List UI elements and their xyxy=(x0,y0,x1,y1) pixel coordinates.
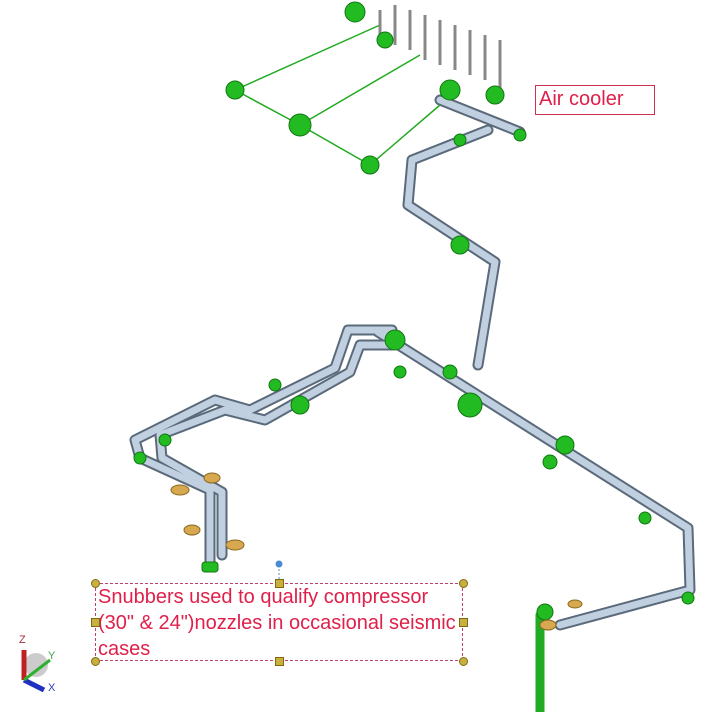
support-icon xyxy=(360,155,380,175)
support-icon xyxy=(442,364,458,380)
snubber-icon xyxy=(225,539,245,551)
axis-y-label: Y xyxy=(48,650,56,662)
axis-x-label: X xyxy=(48,682,56,694)
resize-handle[interactable] xyxy=(275,579,284,588)
support-icon xyxy=(542,454,558,470)
restraint-lines xyxy=(234,24,441,166)
support-icon xyxy=(457,392,483,418)
snubber-icon xyxy=(539,619,557,631)
pipe-main xyxy=(372,326,696,631)
resize-handle[interactable] xyxy=(459,618,468,627)
support-icon xyxy=(288,113,312,137)
support-icon xyxy=(201,561,219,573)
support-icon xyxy=(439,79,461,101)
support-icon xyxy=(555,435,575,455)
axis-triad xyxy=(21,650,51,693)
support-icon xyxy=(344,1,366,23)
aircooler-tubes xyxy=(378,5,502,90)
pipe-branch-2 xyxy=(154,339,398,561)
support-icon xyxy=(453,133,467,147)
air-cooler-label[interactable]: Air cooler xyxy=(535,85,655,115)
support-icon xyxy=(393,365,407,379)
axis-z-label: Z xyxy=(19,634,26,646)
support-icon xyxy=(225,80,245,100)
resize-handle[interactable] xyxy=(91,579,100,588)
snubber-note-label[interactable]: Snubbers used to qualify compressor (30"… xyxy=(95,583,463,661)
resize-handle[interactable] xyxy=(275,657,284,666)
snubber-icon xyxy=(203,472,221,484)
snubber-icon xyxy=(567,599,583,609)
support-icon xyxy=(290,395,310,415)
pipes xyxy=(129,94,696,712)
support-icon xyxy=(384,329,406,351)
support-icon xyxy=(133,451,147,465)
support-icon xyxy=(450,235,470,255)
support-icon xyxy=(638,511,652,525)
support-icon xyxy=(485,85,505,105)
snubbers xyxy=(170,472,583,631)
resize-handle[interactable] xyxy=(459,657,468,666)
support-icon xyxy=(536,603,554,621)
snubber-icon xyxy=(170,484,190,496)
support-icon xyxy=(268,378,282,392)
supports xyxy=(133,1,695,621)
support-icon xyxy=(376,31,394,49)
support-icon xyxy=(513,128,527,142)
resize-handle[interactable] xyxy=(91,618,100,627)
resize-handle[interactable] xyxy=(459,579,468,588)
anchor-handle xyxy=(275,560,283,568)
snubber-icon xyxy=(183,524,201,536)
support-icon xyxy=(158,433,172,447)
resize-handle[interactable] xyxy=(91,657,100,666)
support-icon xyxy=(681,591,695,605)
